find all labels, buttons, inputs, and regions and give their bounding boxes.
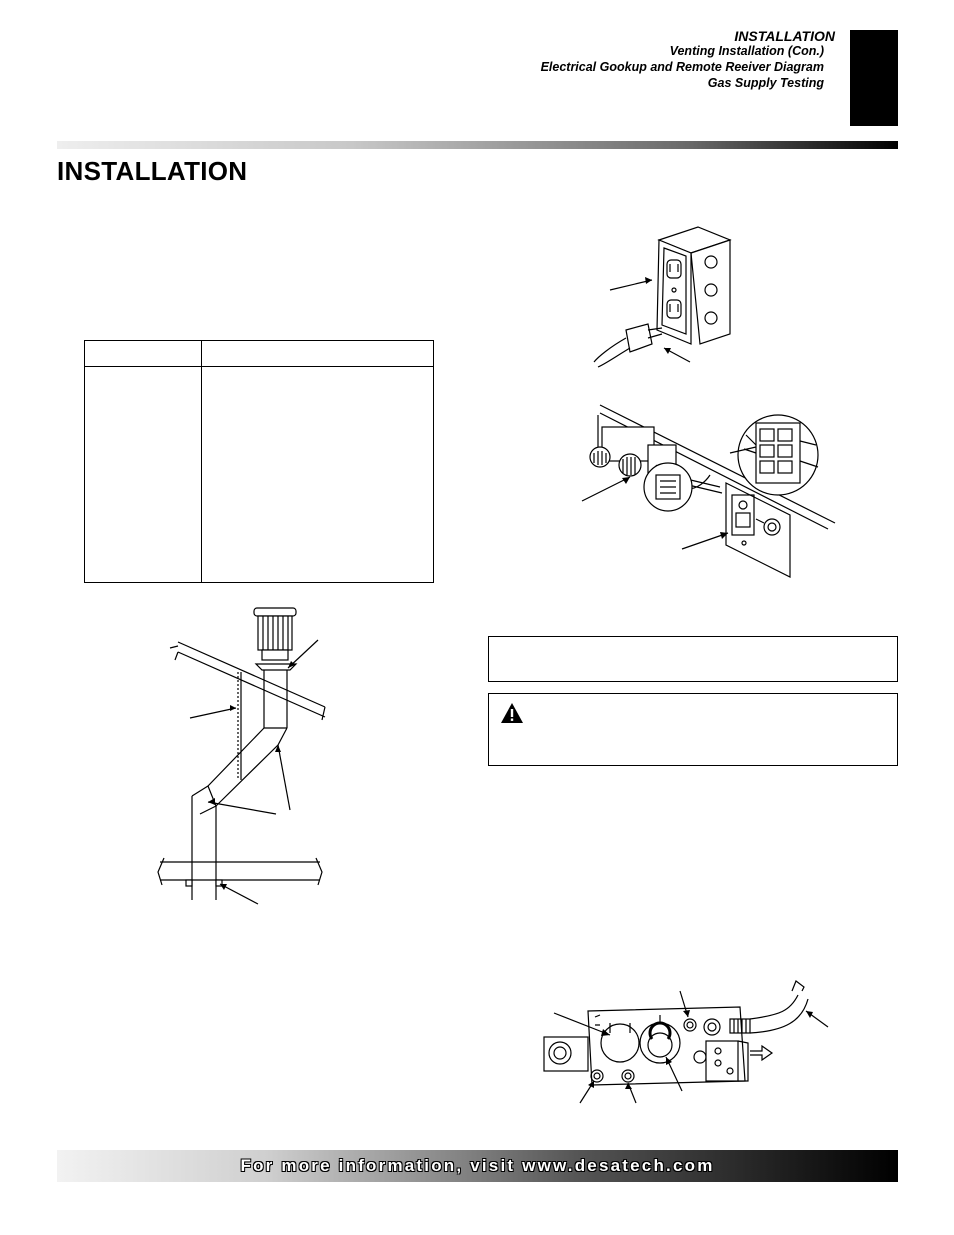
warning-triangle-icon bbox=[501, 703, 523, 723]
vent-pipe-diagram bbox=[157, 607, 326, 905]
gas-valve-diagram bbox=[543, 980, 829, 1104]
vent-table-column-divider bbox=[201, 340, 203, 583]
header-subtitle-venting: Venting Installation (Con.) bbox=[669, 44, 824, 58]
header-subtitle-gas-supply: Gas Supply Testing bbox=[707, 76, 824, 90]
notice-box bbox=[488, 636, 898, 682]
section-tab bbox=[850, 30, 898, 126]
vent-table-header-divider bbox=[84, 366, 434, 368]
header-subtitle-electrical: Electrical Gookup and Remote Reeiver Dia… bbox=[540, 60, 824, 74]
warning-box bbox=[488, 693, 898, 766]
vent-table bbox=[84, 340, 434, 583]
page-title: INSTALLATION bbox=[57, 156, 248, 186]
footer-bar bbox=[57, 1150, 898, 1182]
top-rule bbox=[57, 141, 898, 149]
outlet-plug-diagram bbox=[593, 226, 732, 368]
remote-receiver-diagram bbox=[581, 404, 836, 578]
header-section-title: INSTALLATION bbox=[734, 28, 835, 44]
footer-website-link[interactable]: For more information, visit www.desatech… bbox=[240, 1156, 715, 1175]
